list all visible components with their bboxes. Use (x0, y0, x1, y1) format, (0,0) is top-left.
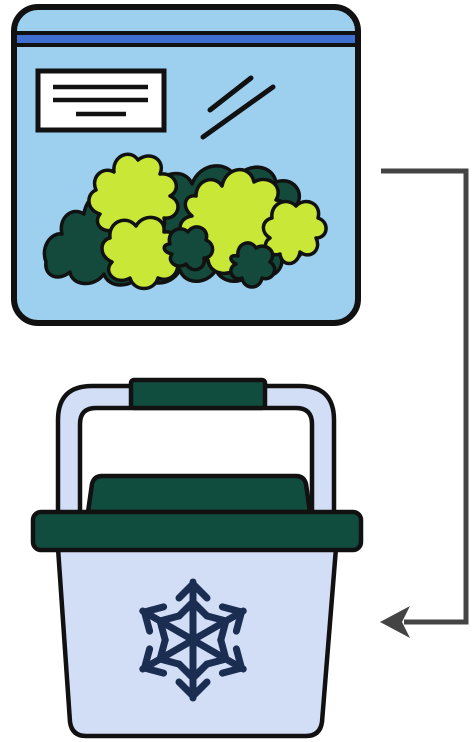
bag-zipper-stripe (17, 33, 355, 45)
connector-arrow-icon (380, 168, 469, 638)
cooler-icon (30, 377, 364, 739)
cooler-lid-top (85, 473, 313, 515)
cooler-handle-grip (128, 377, 268, 411)
bag-label (35, 68, 167, 133)
zip-bag-icon (11, 4, 361, 326)
snowflake-icon (136, 578, 250, 698)
bag-shine-marks (200, 75, 276, 140)
arrow-head (380, 606, 410, 638)
connector-line (381, 168, 469, 625)
cooler-lid-rim (30, 509, 364, 553)
leafy-greens-icon (42, 152, 328, 291)
